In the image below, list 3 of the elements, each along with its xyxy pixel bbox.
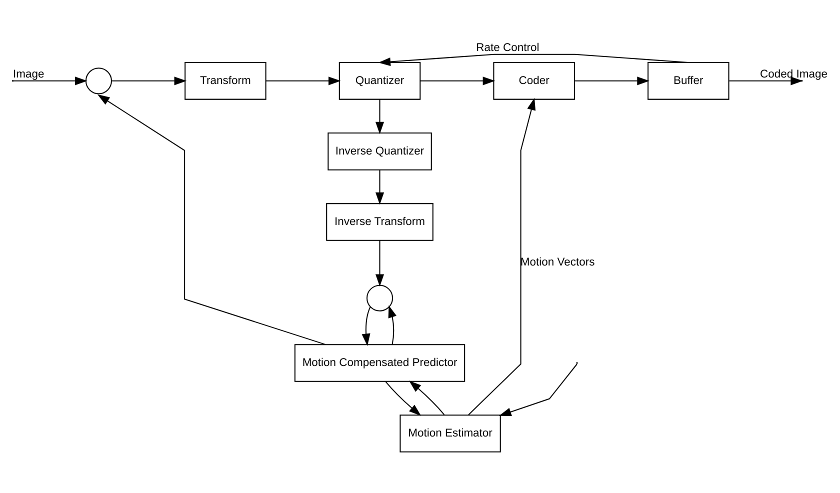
edge-label: Coded Image [760,68,828,80]
edge-label: Image [13,68,44,80]
edge-label: Rate Control [476,42,540,54]
